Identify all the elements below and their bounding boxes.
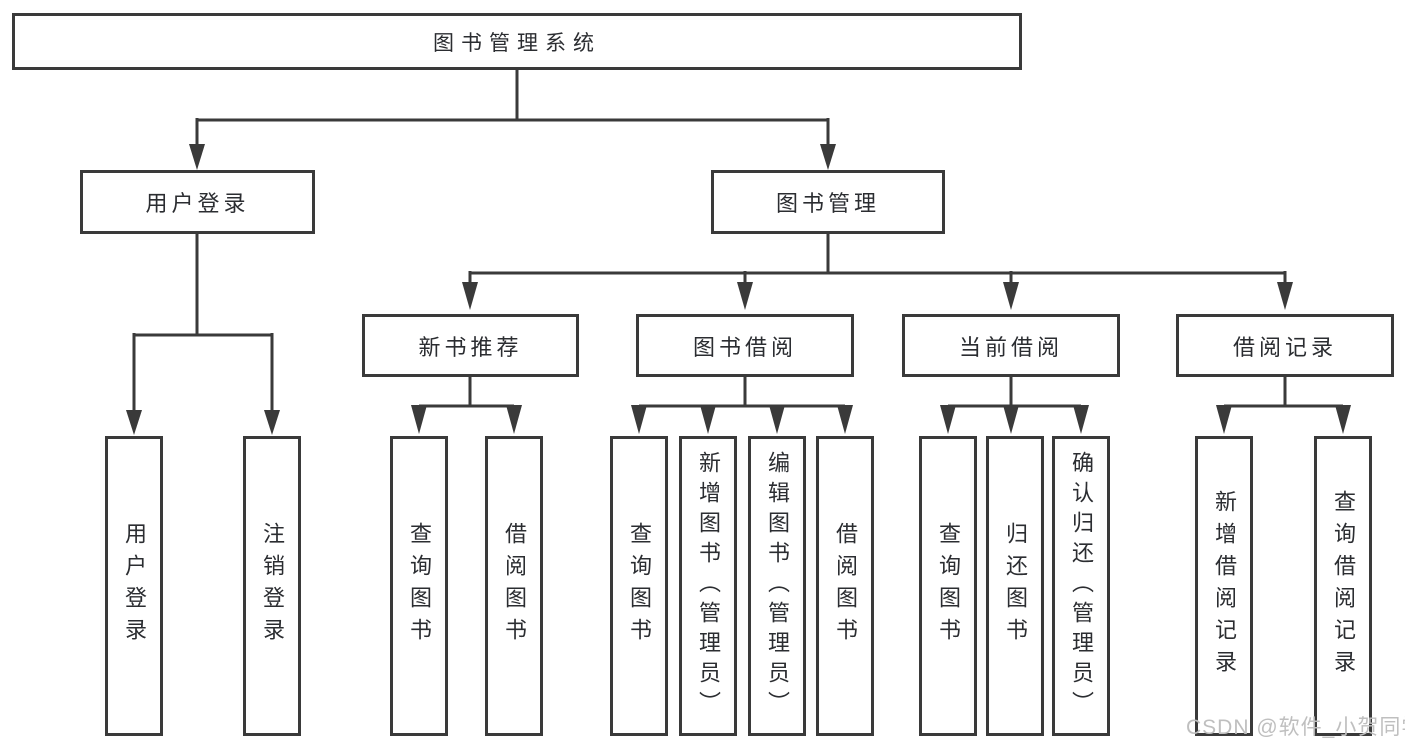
leaf-edit-book-admin: 编辑图书（管理员）: [748, 436, 806, 736]
arrow-down-icon: [126, 410, 142, 435]
leaf-search-books-current: 查询图书: [919, 436, 977, 736]
node-label: 借阅图书: [502, 522, 527, 650]
node-label: 查询图书: [407, 522, 432, 650]
leaf-search-books-recommend: 查询图书: [390, 436, 448, 736]
node-label: 借阅图书: [833, 522, 858, 650]
node-label: 查询图书: [627, 522, 652, 650]
node-current-borrowing: 当前借阅: [902, 314, 1120, 377]
edge-root-to-level2: [189, 70, 836, 170]
arrow-down-icon: [820, 144, 836, 170]
arrow-down-icon: [506, 405, 522, 434]
node-label: 新增借阅记录: [1212, 490, 1237, 682]
edge-book-borrowing-to-leaves: [631, 377, 853, 434]
leaf-return-book: 归还图书: [986, 436, 1044, 736]
node-new-book-recommend: 新书推荐: [362, 314, 579, 377]
arrow-down-icon: [631, 405, 647, 434]
arrow-down-icon: [1277, 282, 1293, 310]
leaf-add-borrow-record: 新增借阅记录: [1195, 436, 1253, 736]
leaf-add-book-admin: 新增图书（管理员）: [679, 436, 737, 736]
node-borrowing-records: 借阅记录: [1176, 314, 1394, 377]
arrow-down-icon: [264, 410, 280, 435]
node-label: 注销登录: [260, 522, 285, 650]
node-label: 图书借阅: [692, 334, 797, 360]
node-label: 确认归还（管理员）: [1069, 451, 1094, 721]
leaf-confirm-return-admin: 确认归还（管理员）: [1052, 436, 1110, 736]
arrow-down-icon: [837, 405, 853, 434]
edge-new-book-recommend-to-leaves: [411, 377, 522, 434]
node-label: 归还图书: [1003, 522, 1028, 650]
node-label: 新增图书（管理员）: [696, 451, 721, 721]
leaf-logout: 注销登录: [243, 436, 301, 736]
arrow-down-icon: [769, 405, 785, 434]
edge-current-borrowing-to-leaves: [940, 377, 1089, 434]
node-user-login: 用户登录: [80, 170, 315, 234]
leaf-user-login: 用户登录: [105, 436, 163, 736]
edge-book-management-to-level3: [462, 234, 1293, 310]
leaf-search-books-borrowing: 查询图书: [610, 436, 668, 736]
arrow-down-icon: [411, 405, 427, 434]
leaf-search-borrow-record: 查询借阅记录: [1314, 436, 1372, 736]
arrow-down-icon: [189, 144, 205, 170]
arrow-down-icon: [700, 405, 716, 434]
csdn-watermark: CSDN @软件_小贺同学: [1186, 716, 1405, 739]
edge-borrowing-records-to-leaves: [1216, 377, 1351, 434]
node-label: 编辑图书（管理员）: [765, 451, 790, 721]
node-label: 用户登录: [145, 191, 250, 216]
arrow-down-icon: [737, 282, 753, 310]
node-label: 图书管理系统: [433, 31, 601, 55]
node-label: 新书推荐: [418, 334, 523, 360]
node-label: 查询借阅记录: [1331, 490, 1356, 682]
node-library-management-system: 图书管理系统: [12, 13, 1022, 70]
arrow-down-icon: [1003, 405, 1019, 434]
node-label: 图书管理: [775, 191, 880, 216]
node-label: 借阅记录: [1232, 334, 1337, 360]
leaf-borrow-books-recommend: 借阅图书: [485, 436, 543, 736]
arrow-down-icon: [1335, 405, 1351, 434]
leaf-borrow-books: 借阅图书: [816, 436, 874, 736]
arrow-down-icon: [940, 405, 956, 434]
arrow-down-icon: [1216, 405, 1232, 434]
arrow-down-icon: [1073, 405, 1089, 434]
node-label: 当前借阅: [958, 334, 1063, 360]
node-label: 查询图书: [936, 522, 961, 650]
arrow-down-icon: [462, 282, 478, 310]
node-book-borrowing: 图书借阅: [636, 314, 854, 377]
arrow-down-icon: [1003, 282, 1019, 310]
edge-user-login-to-leaves: [126, 234, 280, 435]
node-label: 用户登录: [122, 522, 147, 650]
node-book-management: 图书管理: [711, 170, 945, 234]
